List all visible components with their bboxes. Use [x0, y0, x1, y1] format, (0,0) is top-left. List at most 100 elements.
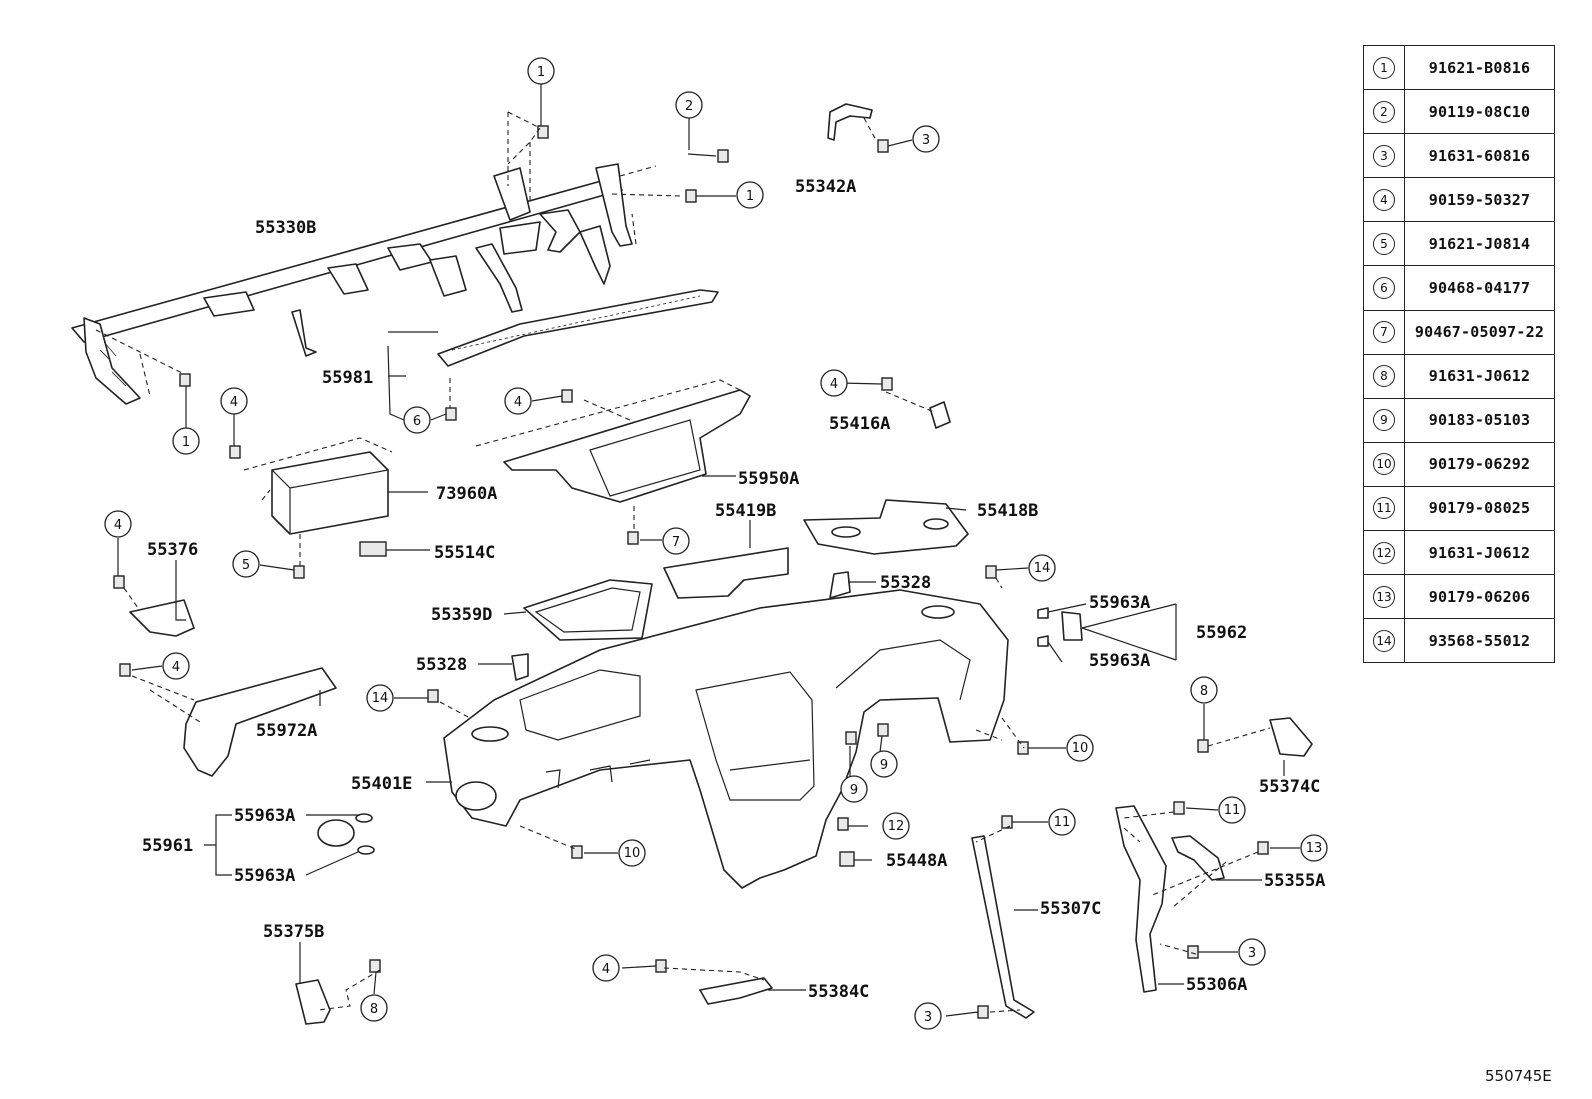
legend-part-number: 93568-55012: [1404, 618, 1555, 664]
label-55448A: 55448A: [886, 851, 947, 871]
legend-part-number: 90468-04177: [1404, 265, 1555, 311]
legend-part-number: 91621-J0814: [1404, 221, 1555, 267]
legend-index: 10: [1373, 453, 1395, 476]
callout-3[interactable]: 3: [914, 1002, 942, 1030]
bracket-55384C[interactable]: [699, 977, 773, 1005]
legend-index-cell: 6: [1363, 265, 1405, 311]
svg-text:3: 3: [924, 1010, 932, 1025]
callout-3[interactable]: 3: [1238, 938, 1266, 966]
legend-index: 13: [1373, 585, 1395, 608]
callout-3[interactable]: 3: [912, 125, 940, 153]
clip-55514C[interactable]: [359, 541, 387, 557]
instrument-panel-55401E[interactable]: [443, 589, 1009, 889]
duct-55972A[interactable]: [183, 667, 337, 777]
bracket-55375B[interactable]: [295, 979, 331, 1025]
legend-index: 1: [1373, 56, 1395, 79]
callout-4[interactable]: 4: [504, 387, 532, 415]
brace-55306A[interactable]: [1115, 805, 1167, 993]
callout-4[interactable]: 4: [162, 652, 190, 680]
callout-13[interactable]: 13: [1300, 834, 1328, 862]
callout-11[interactable]: 11: [1048, 808, 1076, 836]
airbag-assy-73960A[interactable]: [271, 451, 389, 535]
svg-text:12: 12: [888, 819, 905, 834]
mat-55418B[interactable]: [803, 499, 969, 555]
label-55981: 55981: [322, 368, 373, 388]
bracket-55342A[interactable]: [827, 103, 873, 141]
register-55961[interactable]: [317, 819, 355, 847]
legend-part-number: 91631-J0612: [1404, 353, 1555, 399]
label-55342A: 55342A: [795, 177, 856, 197]
label-55963A-upper: 55963A: [1089, 593, 1150, 613]
callout-10[interactable]: 10: [1066, 734, 1094, 762]
legend-index-cell: 1: [1363, 44, 1405, 91]
callout-4[interactable]: 4: [104, 510, 132, 538]
callout-6[interactable]: 6: [403, 406, 431, 434]
cover-55416A[interactable]: [929, 401, 951, 429]
label-55375B: 55375B: [263, 922, 324, 942]
callout-1[interactable]: 1: [527, 57, 555, 85]
legend-row[interactable]: 8 91631-J0612: [1363, 353, 1555, 399]
svg-text:4: 4: [514, 395, 522, 410]
callout-5[interactable]: 5: [232, 550, 260, 578]
svg-text:1: 1: [182, 435, 190, 450]
label-55962: 55962: [1196, 623, 1247, 643]
svg-text:3: 3: [922, 133, 930, 148]
svg-text:4: 4: [172, 660, 180, 675]
callout-4[interactable]: 4: [820, 369, 848, 397]
clip-55448A[interactable]: [839, 851, 855, 867]
callout-9[interactable]: 9: [870, 750, 898, 778]
svg-text:4: 4: [230, 395, 238, 410]
callout-14[interactable]: 14: [1028, 554, 1056, 582]
legend-index-cell: 12: [1363, 530, 1405, 576]
pad-55359D[interactable]: [523, 579, 653, 641]
bracket-55355A[interactable]: [1171, 835, 1225, 881]
callout-8[interactable]: 8: [360, 994, 388, 1022]
bracket-55374C[interactable]: [1269, 717, 1313, 757]
legend-index: 8: [1373, 365, 1395, 388]
reinforcement-beam-55330B[interactable]: [71, 163, 633, 405]
mat-55419B[interactable]: [663, 547, 789, 599]
legend-index-cell: 14: [1363, 618, 1405, 664]
callout-1[interactable]: 1: [736, 181, 764, 209]
label-55963A-left-lower: 55963A: [234, 866, 295, 886]
register-55962[interactable]: [1061, 611, 1083, 641]
defroster-nozzle-55981[interactable]: [437, 289, 719, 367]
callout-11[interactable]: 11: [1218, 796, 1246, 824]
legend-index-cell: 10: [1363, 441, 1405, 487]
legend-index: 5: [1373, 232, 1395, 255]
panel-55950A[interactable]: [503, 389, 751, 503]
svg-text:1: 1: [746, 189, 754, 204]
brace-55307C[interactable]: [971, 835, 1035, 1019]
bracket-55376[interactable]: [129, 599, 195, 637]
callout-12[interactable]: 12: [882, 812, 910, 840]
callout-14[interactable]: 14: [366, 684, 394, 712]
bracket-55328-lower[interactable]: [511, 653, 529, 681]
callout-8[interactable]: 8: [1190, 676, 1218, 704]
callout-9[interactable]: 9: [840, 775, 868, 803]
svg-text:3: 3: [1248, 946, 1256, 961]
callout-2[interactable]: 2: [675, 91, 703, 119]
label-55376: 55376: [147, 540, 198, 560]
callout-1[interactable]: 1: [172, 427, 200, 455]
legend-index: 12: [1373, 541, 1395, 564]
callout-4[interactable]: 4: [220, 387, 248, 415]
svg-text:4: 4: [602, 962, 610, 977]
callout-10[interactable]: 10: [618, 839, 646, 867]
callout-4[interactable]: 4: [592, 954, 620, 982]
callout-7[interactable]: 7: [662, 527, 690, 555]
bracket-55328-upper[interactable]: [829, 571, 851, 599]
legend-row[interactable]: 5 91621-J0814: [1363, 221, 1555, 267]
